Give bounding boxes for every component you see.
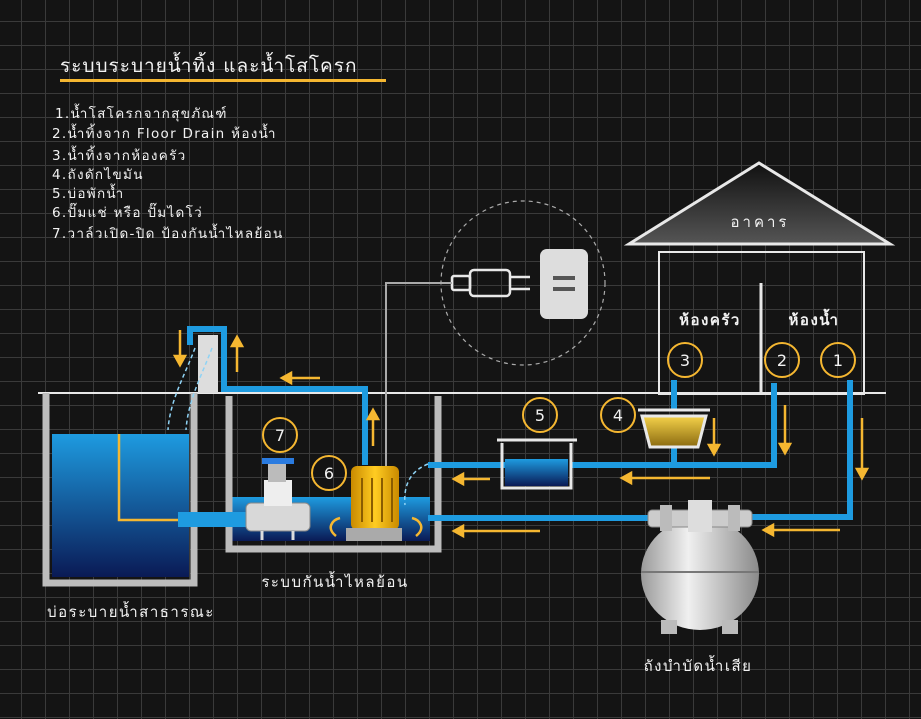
- splash-lines: [167, 347, 429, 506]
- treatment-tank-icon: [641, 500, 759, 634]
- svg-text:4: 4: [613, 406, 623, 425]
- svg-text:5: 5: [535, 406, 545, 425]
- legend-item-7: 7.วาล์วเปิด-ปิด ป้องกันน้ำไหลย้อน: [52, 223, 284, 242]
- svg-text:2: 2: [777, 351, 787, 370]
- flow-arrow-down: [777, 405, 793, 456]
- backflow-system-label: ระบบกันน้ำไหลย้อน: [261, 571, 408, 591]
- marker-5: 5: [522, 397, 558, 433]
- diagram-title: ระบบระบายน้ำทิ้ง และน้ำโสโครก: [60, 52, 357, 77]
- legend: 1.น้ำโสโครกจากสุขภัณฑ์ 2.น้ำทิ้งจาก Floo…: [52, 103, 284, 242]
- marker-6: 6: [311, 455, 347, 491]
- public-drain-well: [42, 393, 198, 587]
- flow-arrow-left: [451, 523, 540, 539]
- kitchen-label: ห้องครัว: [679, 311, 741, 329]
- legend-item-4: 4.ถังดักไขมัน: [52, 167, 144, 183]
- flow-arrow-up: [365, 407, 381, 446]
- flow-arrow-up: [229, 334, 245, 372]
- sewage-pipe: [752, 380, 853, 520]
- svg-text:1: 1: [833, 351, 843, 370]
- marker-2: 2: [764, 342, 800, 378]
- backflow-walls: [225, 396, 442, 553]
- power-cable: [385, 282, 452, 470]
- floor-drain-pipe: [571, 383, 777, 468]
- marker-7: 7: [262, 417, 298, 453]
- public-drain-label: บ่อระบายน้ำสาธารณะ: [47, 601, 215, 621]
- marker-4: 4: [600, 397, 636, 433]
- flow-arrow-left: [761, 522, 840, 538]
- pipes: [187, 326, 853, 521]
- legend-item-1: 1.น้ำโสโครกจากสุขภัณฑ์: [55, 103, 228, 122]
- marker-3: 3: [667, 342, 703, 378]
- discharge-pipe: [187, 326, 368, 465]
- flow-arrow-down: [172, 330, 188, 368]
- public-drain-walls: [42, 393, 198, 587]
- public-drain-water: [52, 434, 189, 577]
- building: อาคาร ห้องครัว ห้องน้ำ: [623, 161, 896, 395]
- legend-item-2: 2.น้ำทิ้งจาก Floor Drain ห้องน้ำ: [52, 123, 277, 142]
- markers: 1 2 3 4 5 6 7: [262, 342, 856, 491]
- socket-slot-icon: [553, 287, 575, 291]
- plug-icon: [450, 268, 530, 298]
- discharge-riser: [198, 335, 218, 393]
- flow-arrow-left: [451, 471, 490, 487]
- socket-slot-icon: [553, 276, 575, 280]
- sump-box: [497, 438, 577, 490]
- svg-text:6: 6: [324, 464, 334, 483]
- flow-arrow-left: [279, 370, 320, 386]
- outlet-pipe: [178, 512, 248, 527]
- treatment-tank-label: ถังบำบัดน้ำเสีย: [644, 655, 753, 675]
- submersible-pump-icon: [329, 466, 423, 541]
- flow-arrows: [172, 330, 870, 539]
- svg-text:3: 3: [680, 351, 690, 370]
- backflow-valve-icon: [245, 458, 311, 540]
- legend-item-6: 6.ปั๊มแช่ หรือ ปั๊มไดโว่: [52, 202, 203, 221]
- legend-item-5: 5.บ่อพักน้ำ: [52, 183, 125, 202]
- bathroom-label: ห้องน้ำ: [789, 308, 840, 329]
- drain-flow-arrow: [117, 434, 178, 522]
- flow-arrow-left: [619, 470, 710, 486]
- flow-arrow-down: [706, 418, 722, 457]
- legend-item-3: 3.น้ำทิ้งจากห้องครัว: [52, 145, 187, 164]
- title-underline: [60, 79, 386, 82]
- building-label: อาคาร: [731, 213, 790, 231]
- flow-arrow-down: [854, 418, 870, 481]
- wall-socket-icon: [540, 249, 588, 319]
- grease-trap-icon: [638, 408, 710, 449]
- svg-text:7: 7: [275, 426, 285, 445]
- marker-1: 1: [820, 342, 856, 378]
- building-roof: [623, 161, 896, 246]
- power-supply: [385, 200, 606, 470]
